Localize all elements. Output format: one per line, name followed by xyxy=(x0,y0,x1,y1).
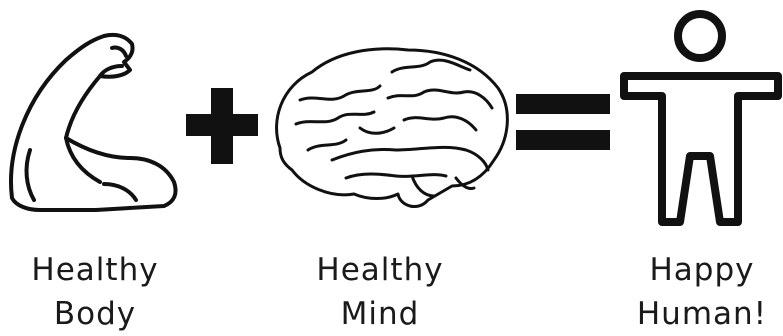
label-line: Healthy xyxy=(305,248,455,292)
label-line: Human! xyxy=(622,292,782,336)
happy-human-label: Happy Human! xyxy=(622,248,782,336)
healthy-mind-label: Healthy Mind xyxy=(305,248,455,336)
label-line: Mind xyxy=(305,292,455,336)
person-icon xyxy=(624,14,778,222)
equation-diagram: Healthy Body Healthy Mind Happy Human! xyxy=(0,0,783,327)
label-line: Happy xyxy=(622,248,782,292)
healthy-body-label: Healthy Body xyxy=(20,248,170,336)
label-line: Healthy xyxy=(20,248,170,292)
brain-icon xyxy=(277,49,508,207)
flexed-arm-icon xyxy=(11,35,176,210)
equals-operator xyxy=(516,94,610,150)
plus-operator xyxy=(186,88,258,164)
label-line: Body xyxy=(20,292,170,336)
